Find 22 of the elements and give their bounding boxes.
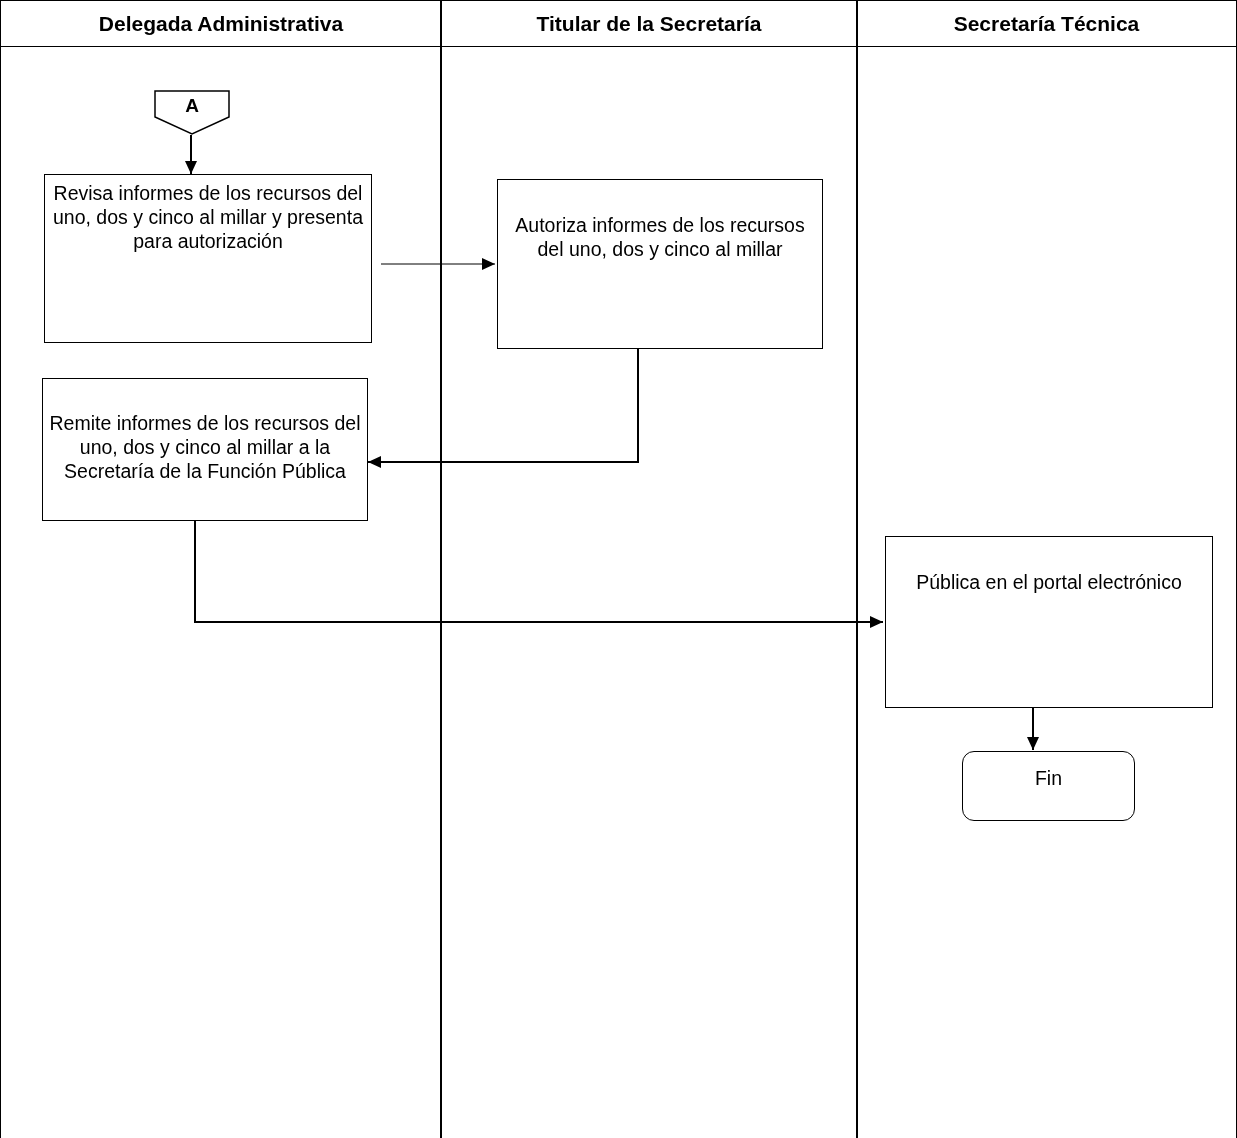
- swimlane: [0, 0, 442, 1138]
- arrow: [380, 258, 496, 270]
- terminator: [962, 751, 1135, 821]
- swimlane: [440, 0, 858, 1138]
- arrow: [194, 520, 884, 628]
- process-box: [885, 536, 1213, 708]
- process-text: Revisa informes de los recursos del uno, dos y cinco al millar y presenta para autorización: [52, 181, 364, 253]
- arrow: [1027, 707, 1039, 751]
- process-box: [44, 174, 372, 343]
- lane-header: Titular de la Secretaría: [536, 11, 762, 36]
- process-box: [497, 179, 823, 349]
- connector-label: A: [184, 95, 200, 117]
- process-text: Autoriza informes de los recursos del uno, dos y cinco al millar: [514, 213, 806, 261]
- terminator-text: Fin: [1034, 766, 1063, 790]
- process-box: [42, 378, 368, 521]
- lane-header: Secretaría Técnica: [953, 11, 1140, 36]
- arrow: [185, 134, 197, 175]
- arrow: [367, 348, 639, 468]
- lane-header: Delegada Administrativa: [98, 11, 344, 36]
- swimlane: [856, 0, 1237, 1138]
- process-text: Remite informes de los recursos del uno, dos y cinco al millar a la Secretaría de la Función Pública: [48, 411, 362, 483]
- process-text: Pública en el portal electrónico: [916, 570, 1182, 594]
